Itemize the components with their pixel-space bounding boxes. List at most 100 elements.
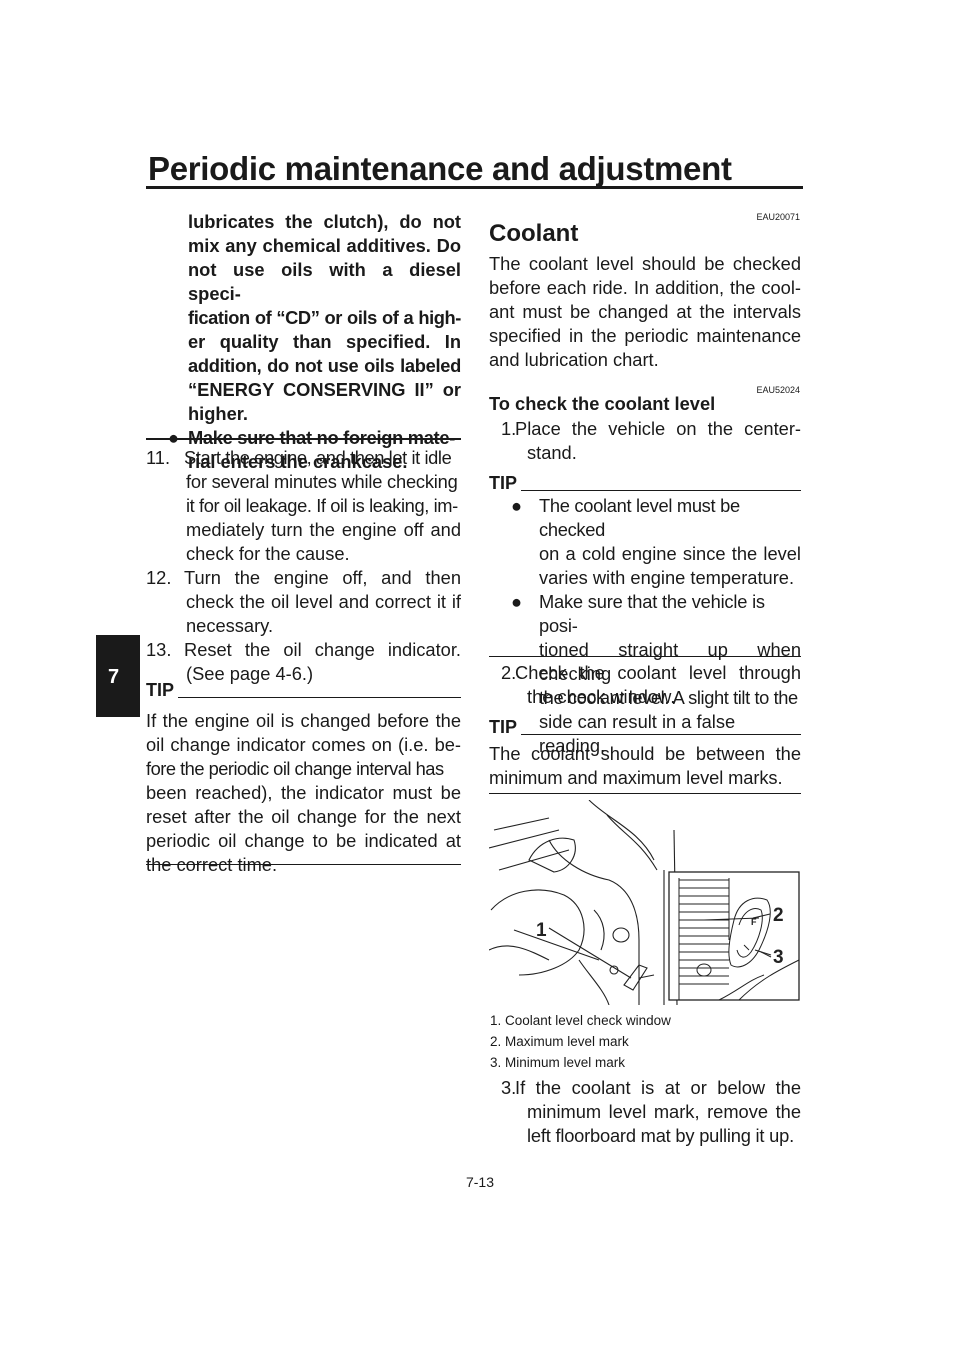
tip-line: the correct time. — [146, 854, 278, 875]
warning-bullet: ● Make sure that no foreign mate- rial e… — [168, 426, 461, 474]
step-line: stand. — [527, 442, 577, 463]
section-heading: Coolant — [489, 220, 579, 247]
coolant-step-1: 1. Place the vehicle on the center- stan… — [489, 417, 801, 465]
tip-end-rule — [146, 864, 461, 865]
coolant-step-3: 3. If the coolant is at or below the min… — [489, 1076, 801, 1148]
step-line: Place the vehicle on the center- — [515, 418, 801, 439]
tip-line: oil change indicator comes on (i.e. be- — [146, 734, 461, 755]
step-number: 2. — [501, 662, 517, 683]
step-line: Turn the engine off, and then — [184, 567, 461, 588]
figure-label-1: 1 — [536, 920, 547, 941]
caption-item: 3. Minimum level mark — [490, 1055, 626, 1070]
step-line: mediately turn the engine off and — [186, 519, 461, 540]
page-title: Periodic maintenance and adjustment — [148, 150, 732, 187]
bullet-icon: ● — [168, 426, 188, 474]
step-line: necessary. — [186, 615, 274, 636]
figure-label-3: 3 — [773, 947, 784, 968]
caption-item: 2. Maximum level mark — [490, 1034, 629, 1049]
intro-line: and lubrication chart. — [489, 349, 659, 370]
tip1-line: side can result in a false reading. — [539, 711, 736, 756]
chapter-tab — [96, 635, 140, 717]
tip-rule — [521, 490, 801, 491]
tip1-bullet: ● Make sure that the vehicle is posi- ti… — [511, 590, 801, 758]
step-number: 13. — [146, 639, 172, 660]
step-number: 11. — [146, 447, 171, 468]
intro-line: before each ride. In addition, the cool- — [489, 277, 801, 298]
tip-line: reset after the oil change for the next — [146, 806, 461, 827]
tip2-body: The coolant should be between the minimu… — [489, 742, 801, 790]
left-steps: 11. Start the engine, and then let it id… — [146, 446, 461, 686]
warning-line: addition, do not use oils labeled — [188, 355, 461, 376]
intro-line: specified in the periodic maintenance — [489, 325, 801, 346]
step-number: 1. — [501, 418, 517, 439]
coolant-illustration: F 1 2 3 — [489, 800, 800, 1005]
tip1-header: TIP — [489, 473, 801, 494]
step-line: (See page 4-6.) — [186, 663, 314, 684]
coolant-step-2: 2. Check the coolant level through the c… — [489, 661, 801, 709]
step-line: check for the cause. — [186, 543, 350, 564]
warning-line: “ENERGY CONSERVING II” or — [188, 379, 461, 400]
warning-line: fication of “CD” or oils of a high- — [188, 307, 461, 328]
section-code: EAU20071 — [756, 212, 800, 222]
tip2-end-rule — [489, 793, 801, 794]
tip1-line: on a cold engine since the level — [539, 543, 801, 564]
bullet-icon: ● — [511, 591, 523, 612]
tip1-end-rule — [489, 656, 801, 657]
step-line: left floorboard mat by pulling it up. — [527, 1125, 794, 1146]
step-line: Check the coolant level through — [515, 662, 801, 683]
tip-label: TIP — [146, 680, 175, 700]
tip-label: TIP — [489, 473, 518, 493]
step-line: Start the engine, and then let it idle — [184, 447, 452, 468]
coolant-intro: The coolant level should be checked befo… — [489, 252, 801, 372]
warning-line: higher. — [188, 403, 248, 424]
left-column: lubricates the clutch), do not mix any c… — [146, 210, 461, 474]
figure-captions: 1. Coolant level check window 2. Maximum… — [490, 1010, 802, 1073]
warning-line: er quality than specified. In — [188, 331, 461, 352]
tip-rule — [178, 697, 461, 698]
caption-item: 1. Coolant level check window — [490, 1013, 671, 1028]
tip-rule — [521, 734, 801, 735]
tip1-bullet: ● The coolant level must be checked on a… — [511, 494, 801, 590]
tip-line: been reached), the indicator must be — [146, 782, 461, 803]
step-line: check the oil level and correct it if — [186, 591, 461, 612]
step-line: minimum level mark, remove the — [527, 1101, 801, 1122]
step-line: it for oil leakage. If oil is leaking, i… — [186, 495, 458, 516]
intro-line: The coolant level should be checked — [489, 253, 801, 274]
warning-line: mix any chemical additives. Do — [188, 235, 461, 256]
warning-continued: lubricates the clutch), do not mix any c… — [188, 210, 461, 426]
bullet-icon: ● — [511, 495, 523, 516]
warning-line: not use oils with a diesel speci- — [188, 259, 461, 304]
tip2-line: The coolant should be between the — [489, 743, 801, 764]
warning-line: lubricates the clutch), do not — [188, 211, 461, 232]
step-13: 13. Reset the oil change indicator. (See… — [146, 638, 461, 686]
intro-line: ant must be changed at the intervals — [489, 301, 801, 322]
tip2-line: minimum and maximum level marks. — [489, 767, 783, 788]
tip-line: If the engine oil is changed before the — [146, 710, 461, 731]
warning-bullet-line: Make sure that no foreign mate- — [188, 427, 455, 448]
tip1-line: the coolant level. A slight tilt to the — [539, 687, 798, 708]
step-11: 11. Start the engine, and then let it id… — [146, 446, 461, 566]
tip-header: TIP — [146, 680, 461, 701]
tip2-header: TIP — [489, 717, 801, 738]
tip1-line: varies with engine temperature. — [539, 567, 795, 588]
step-line: If the coolant is at or below the — [515, 1077, 801, 1098]
warning-bullet-line: rial enters the crankcase. — [188, 451, 408, 472]
step-line: Reset the oil change indicator. — [184, 639, 461, 660]
page-number: 7-13 — [465, 1174, 495, 1190]
tip-line: fore the periodic oil change interval ha… — [146, 758, 444, 779]
step-line: for several minutes while checking — [186, 471, 458, 492]
tip-label: TIP — [489, 717, 518, 737]
chapter-number-outside: 7 — [108, 666, 120, 688]
tip1-line: Make sure that the vehicle is posi- — [539, 591, 765, 636]
subsection-heading: To check the coolant level — [489, 393, 716, 414]
step-12: 12. Turn the engine off, and then check … — [146, 566, 461, 638]
tip1-body: ● The coolant level must be checked on a… — [511, 494, 801, 758]
coolant-figure: F 1 2 3 — [489, 800, 801, 1005]
step-number: 3. — [501, 1077, 517, 1098]
subsection-code: EAU52024 — [756, 385, 800, 395]
warning-end-rule — [146, 438, 461, 440]
figure-label-2: 2 — [773, 905, 784, 926]
tip-line: periodic oil change to be indicated at — [146, 830, 461, 851]
header-rule — [146, 186, 803, 189]
tip1-line: The coolant level must be checked — [539, 495, 740, 540]
